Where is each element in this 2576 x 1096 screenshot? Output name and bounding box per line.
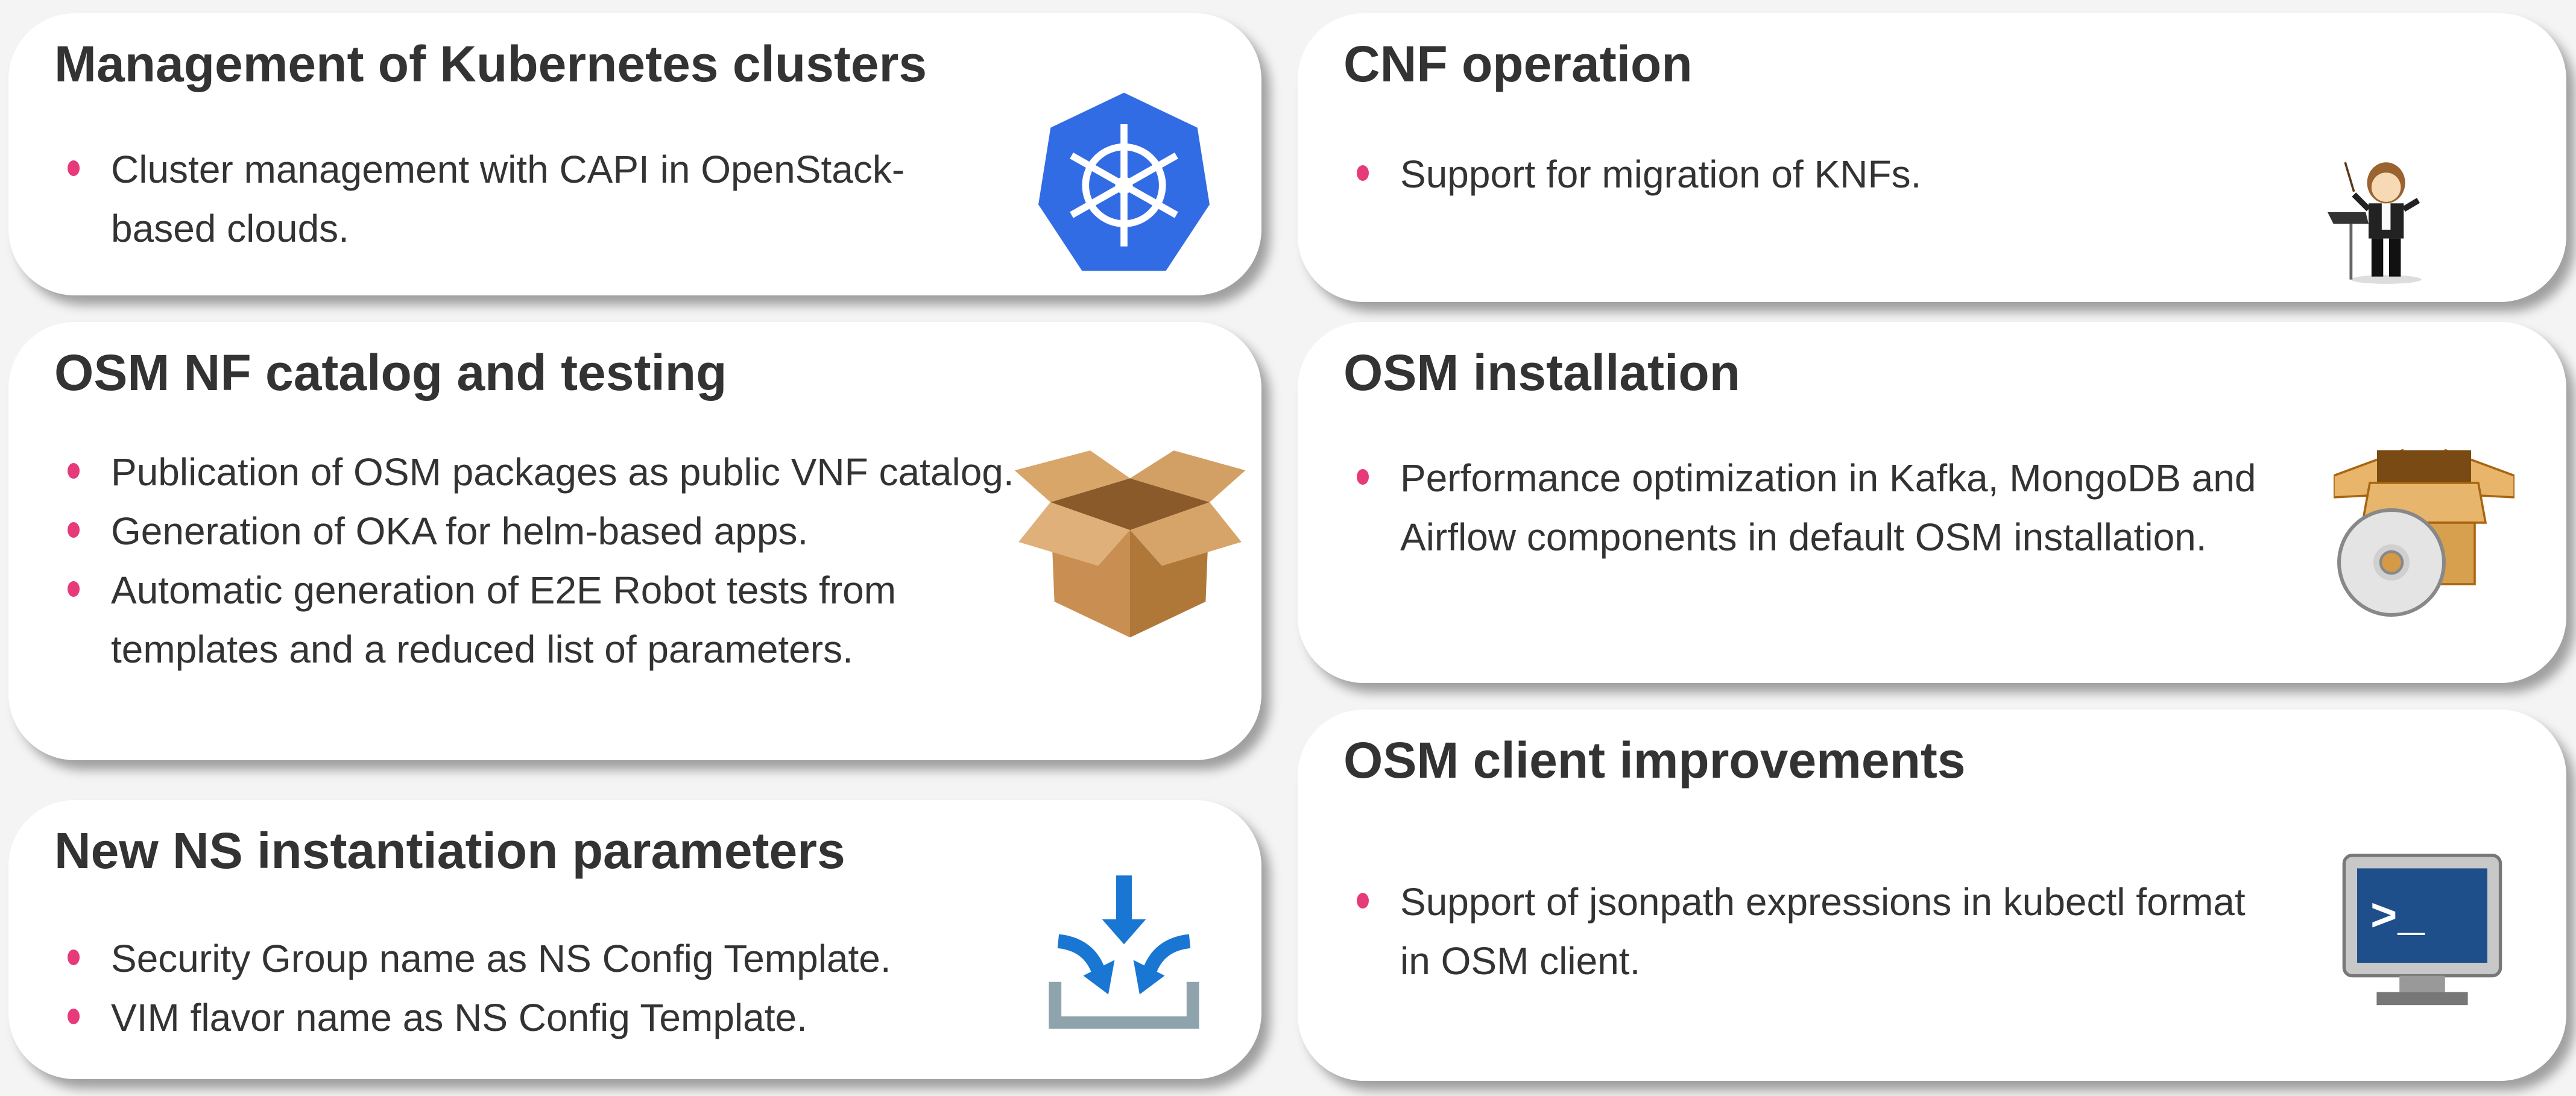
list-item: Cluster management with CAPI in OpenStac… <box>57 140 961 258</box>
bullet-list: Security Group name as NS Config Templat… <box>57 929 1052 1047</box>
bullet-list: Publication of OSM packages as public VN… <box>57 442 1058 679</box>
card-title: CNF operation <box>1343 36 1693 92</box>
import-tray-icon <box>1049 875 1199 1029</box>
conductor-icon <box>2328 162 2422 284</box>
list-item: Security Group name as NS Config Templat… <box>57 929 1052 988</box>
card-title: OSM NF catalog and testing <box>54 344 727 401</box>
list-item: Performance optimization in Kafka, Mongo… <box>1346 449 2371 567</box>
bullet-list: Cluster management with CAPI in OpenStac… <box>57 140 961 258</box>
kubernetes-icon <box>1038 92 1210 271</box>
svg-text:>_: >_ <box>2370 892 2425 944</box>
card-cnf-operation: CNF operation Support for migration of K… <box>1298 13 2566 302</box>
card-title: Management of Kubernetes clusters <box>54 36 927 92</box>
open-box-icon <box>1014 450 1246 638</box>
list-item: Publication of OSM packages as public VN… <box>57 442 1058 502</box>
card-nf-catalog: OSM NF catalog and testing Publication o… <box>8 322 1261 760</box>
list-item: Generation of OKA for helm-based apps. <box>57 502 1058 561</box>
card-osm-client: OSM client improvements Support of jsonp… <box>1298 710 2566 1081</box>
bullet-list: Support of jsonpath expressions in kubec… <box>1346 872 2250 990</box>
card-ns-instantiation: New NS instantiation parameters Security… <box>8 800 1261 1079</box>
card-osm-installation: OSM installation Performance optimizatio… <box>1298 322 2566 683</box>
list-item: Automatic generation of E2E Robot tests … <box>57 561 1058 679</box>
list-item: VIM flavor name as NS Config Template. <box>57 988 1052 1047</box>
list-item: Support for migration of KNFs. <box>1346 145 2311 204</box>
list-item: Support of jsonpath expressions in kubec… <box>1346 872 2250 990</box>
terminal-icon: >_ <box>2342 854 2502 1006</box>
bullet-list: Performance optimization in Kafka, Mongo… <box>1346 449 2371 567</box>
card-title: New NS instantiation parameters <box>54 822 845 879</box>
card-title: OSM installation <box>1343 344 1741 401</box>
install-package-icon <box>2334 449 2514 617</box>
card-kubernetes-clusters: Management of Kubernetes clusters Cluste… <box>8 13 1261 295</box>
card-title: OSM client improvements <box>1343 732 1966 789</box>
bullet-list: Support for migration of KNFs. <box>1346 145 2311 204</box>
